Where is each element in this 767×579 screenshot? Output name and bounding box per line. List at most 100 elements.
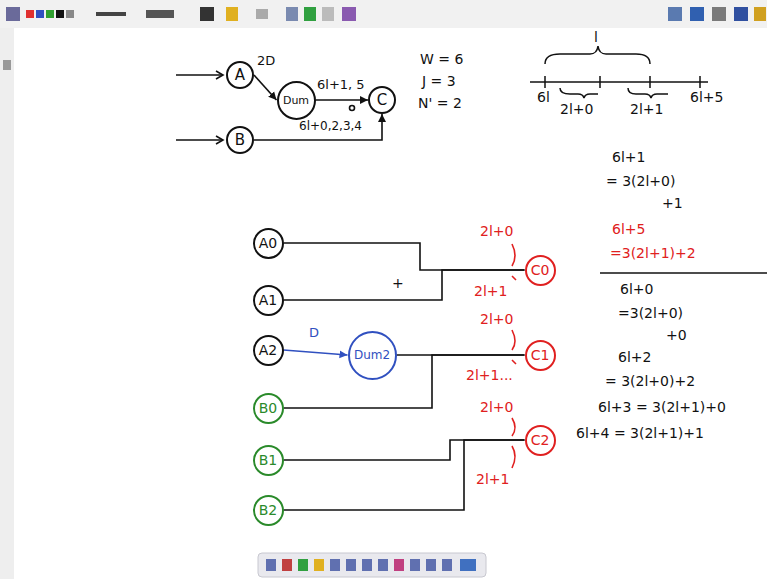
- node-label: C0: [531, 263, 550, 277]
- node-label: A: [235, 68, 245, 83]
- tool-icon: [410, 559, 420, 571]
- handwritten-note: 6l+4 = 3(2l+1)+1: [576, 426, 704, 441]
- input-node: A0: [253, 228, 284, 259]
- arrow-head: [216, 71, 223, 79]
- tool-icon: [56, 10, 64, 18]
- node-label: B2: [259, 503, 278, 517]
- handwritten-note: 6l+0: [620, 282, 653, 297]
- handwritten-note: 6l+2: [618, 350, 651, 365]
- tick: [544, 76, 546, 88]
- tick: [649, 76, 651, 88]
- switch-contact: [350, 106, 355, 111]
- handwritten-note: = 3(2l+0): [606, 174, 675, 189]
- tool-icon: [442, 559, 452, 571]
- handwritten-note: 6l+3 = 3(2l+1)+0: [598, 400, 726, 415]
- wire-connector: [284, 440, 525, 510]
- tool-icon: [282, 559, 292, 571]
- brace: [628, 88, 668, 98]
- node-label: B: [235, 133, 245, 148]
- tool-icon: [66, 10, 74, 18]
- handwritten-note: = 3(2l+0)+2: [605, 374, 695, 389]
- dummy-node: Dum2: [348, 331, 397, 380]
- tool-icon: [378, 559, 388, 571]
- handwritten-note: l: [594, 30, 598, 45]
- input-node: B0: [253, 393, 284, 424]
- tool-icon: [46, 10, 54, 18]
- node-label: A0: [259, 236, 277, 250]
- tool-icon: [426, 559, 436, 571]
- handwritten-note: 6l+5: [612, 222, 645, 237]
- tool-icon: [266, 559, 276, 571]
- wire-connector: [284, 350, 348, 355]
- tool-icon: [362, 559, 372, 571]
- arrow-head: [216, 136, 223, 144]
- dummy-node: Dum: [277, 81, 316, 120]
- node-label: Dum2: [354, 349, 390, 361]
- pen-toolbar-icons: [266, 559, 476, 571]
- output-node: C2: [525, 425, 556, 456]
- tool-icon: [6, 7, 20, 21]
- tool-icon: [754, 7, 766, 21]
- node-label: C2: [531, 433, 550, 447]
- tool-icon: [314, 559, 324, 571]
- handwritten-note: +1: [662, 196, 683, 211]
- tool-icon: [668, 7, 682, 21]
- handwritten-note: 2l+0: [480, 312, 513, 327]
- tool-icon: [286, 7, 298, 21]
- tool-icon: [226, 7, 238, 21]
- bracket: [512, 330, 516, 364]
- tool-icon: [26, 10, 34, 18]
- handwritten-note: 2l+1: [474, 284, 507, 299]
- tool-icon: [346, 559, 356, 571]
- handwritten-note: N' = 2: [418, 96, 462, 111]
- tool-icon: [256, 9, 268, 19]
- handwritten-note: +: [392, 276, 404, 291]
- tool-icon: [200, 7, 214, 21]
- tool-icon: [690, 7, 704, 21]
- side-bar: [0, 28, 14, 579]
- bracket: [512, 418, 515, 468]
- wire-connector: [316, 99, 369, 101]
- node-label: Dum: [283, 95, 309, 106]
- edge-label: 2D: [256, 54, 276, 68]
- node-circle: B: [226, 126, 254, 154]
- handwritten-note: 2l+1...: [466, 368, 513, 383]
- node-circle: C: [368, 86, 396, 114]
- handwritten-note: 2l+0: [480, 400, 513, 415]
- input-wire: [176, 74, 222, 76]
- node-label: B0: [259, 401, 278, 415]
- tool-icon: [36, 10, 44, 18]
- tool-icon: [394, 559, 404, 571]
- edge-label: 6l+0,2,3,4: [298, 120, 363, 133]
- bracket: [512, 244, 516, 280]
- wire-connector: [254, 114, 382, 140]
- tool-icon: [734, 7, 748, 21]
- node-label: A2: [259, 343, 277, 357]
- handwritten-note: +0: [666, 328, 687, 343]
- handwritten-note: 6l: [537, 90, 550, 105]
- output-node: C0: [525, 255, 556, 286]
- node-label: A1: [259, 293, 277, 307]
- handwritten-note: 2l+1: [630, 102, 663, 117]
- tool-icon: [330, 559, 340, 571]
- brace: [560, 88, 598, 98]
- handwritten-note: 6l+5: [690, 90, 723, 105]
- handwritten-note: J = 3: [422, 74, 456, 89]
- node-label: C: [377, 93, 387, 108]
- brace: [545, 46, 650, 64]
- tick: [699, 76, 701, 88]
- slot-brackets: [512, 244, 516, 468]
- node-label: B1: [259, 453, 278, 467]
- edge-label: D: [308, 326, 320, 340]
- handwritten-note: 2l+0: [560, 102, 593, 117]
- input-node: A1: [253, 285, 284, 316]
- handwritten-note: =3(2l+0): [618, 306, 683, 321]
- handwritten-note: 6l+1: [612, 150, 645, 165]
- tool-icon: [712, 7, 726, 21]
- output-node: C1: [525, 340, 556, 371]
- input-node: B2: [253, 495, 284, 526]
- tool-icon: [298, 559, 308, 571]
- input-node: B1: [253, 445, 284, 476]
- wire-connector: [284, 270, 525, 300]
